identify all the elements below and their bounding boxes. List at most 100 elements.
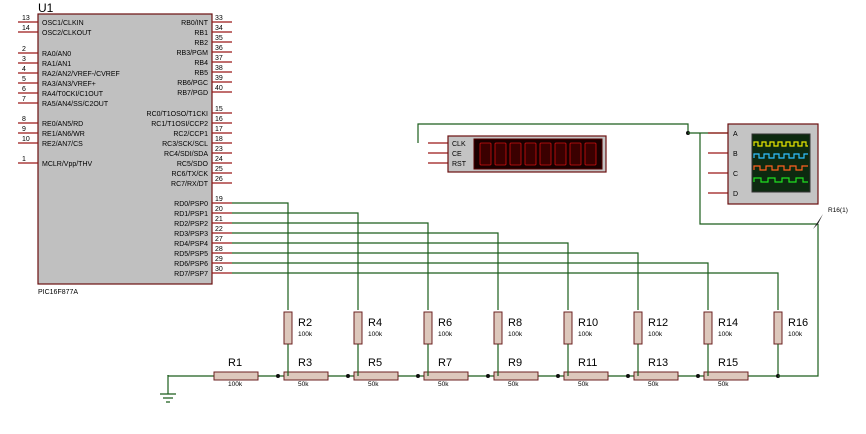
mcu-pin-name: RA4/T0CKI/C1OUT: [42, 91, 104, 98]
mcu-pin-name: RA3/AN3/VREF+: [42, 81, 96, 88]
mcu-pin-name: RD2/PSP2: [174, 221, 208, 228]
mcu-pin-number: 33: [215, 15, 223, 22]
scope-channel-c: C: [733, 171, 738, 178]
ground-icon: [160, 375, 176, 403]
mcu-pin-name: RA5/AN4/SS/C2OUT: [42, 101, 109, 108]
series-resistor-ref: R9: [508, 357, 522, 369]
junction-dot: [416, 374, 420, 378]
mcu-pin-number: 10: [22, 136, 30, 143]
shunt-resistor-ref: R12: [648, 317, 668, 329]
series-resistor[interactable]: [703, 371, 749, 381]
series-resistor[interactable]: [633, 371, 679, 381]
voltage-probe[interactable]: R16(1): [778, 207, 848, 377]
mcu-pin-number: 27: [215, 236, 223, 243]
mcu-pin-name: RC5/SDO: [177, 161, 209, 168]
junction-dot: [556, 374, 560, 378]
mcu-pin-number: 26: [215, 176, 223, 183]
junction-dot: [696, 374, 700, 378]
r2r-ladder: R1100kR350kR550kR750kR950kR1150kR1350kR1…: [167, 311, 808, 388]
port-d-wire: [232, 232, 499, 310]
mcu-pin-name: RA1/AN1: [42, 61, 71, 68]
mcu-pin-name: RB3/PGM: [176, 50, 208, 57]
port-d-wire: [232, 242, 569, 310]
series-resistor[interactable]: [213, 371, 259, 381]
counter-digit: [494, 142, 507, 166]
series-resistor[interactable]: [283, 371, 329, 381]
mcu-pin-number: 5: [22, 76, 26, 83]
probe-arrow-icon: [813, 214, 823, 229]
port-d-wire: [232, 252, 639, 310]
mcu-pin-number: 28: [215, 246, 223, 253]
shunt-resistor[interactable]: [563, 311, 573, 345]
junction-dot: [486, 374, 490, 378]
mcu-pin-name: MCLR/Vpp/THV: [42, 161, 93, 168]
mcu-body[interactable]: [37, 13, 213, 285]
shunt-resistor[interactable]: [353, 311, 363, 345]
shunt-resistor[interactable]: [703, 311, 713, 345]
series-resistor-value: 50k: [648, 381, 659, 388]
mcu-pin-number: 9: [22, 126, 26, 133]
mcu-right-pins: 33RB0/INT34RB135RB236RB3/PGM37RB438RB539…: [147, 15, 232, 278]
mcu-pin-number: 2: [22, 46, 26, 53]
mcu-pin-name: RE2/AN7/CS: [42, 141, 83, 148]
mcu-pin-name: RB4: [194, 60, 208, 67]
mcu-pin-name: RD3/PSP3: [174, 231, 208, 238]
counter-digit: [479, 142, 492, 166]
shunt-resistor-ref: R14: [718, 317, 738, 329]
shunt-resistor[interactable]: [493, 311, 503, 345]
mcu-pin-name: RD4/PSP4: [174, 241, 208, 248]
shunt-resistor[interactable]: [773, 311, 783, 345]
counter-timer[interactable]: CLK CE RST: [417, 123, 728, 173]
shunt-resistor-ref: R2: [298, 317, 312, 329]
oscilloscope[interactable]: A B C D: [699, 123, 819, 225]
mcu-pin-number: 36: [215, 45, 223, 52]
mcu-pin-name: RB1: [194, 30, 208, 37]
mcu-pin-name: RD6/PSP6: [174, 261, 208, 268]
series-resistor[interactable]: [423, 371, 469, 381]
shunt-resistor-ref: R6: [438, 317, 452, 329]
shunt-resistor[interactable]: [283, 311, 293, 345]
mcu-pin-name: RC0/T1OSO/T1CKI: [147, 111, 209, 118]
shunt-resistor-ref: R10: [578, 317, 598, 329]
shunt-resistor[interactable]: [633, 311, 643, 345]
mcu-pin-number: 23: [215, 146, 223, 153]
mcu-pin-number: 4: [22, 66, 26, 73]
mcu-pin-number: 21: [215, 216, 223, 223]
mcu-pin-name: RC4/SDI/SDA: [164, 151, 208, 158]
shunt-resistor-value: 100k: [508, 331, 523, 338]
shunt-resistor-ref: R4: [368, 317, 382, 329]
mcu-pic16f877a[interactable]: U1 PIC16F877A 13OSC1/CLKIN14OSC2/CLKOUT2…: [18, 1, 232, 296]
mcu-pin-name: RE1/AN6/WR: [42, 131, 85, 138]
mcu-pin-name: OSC2/CLKOUT: [42, 30, 92, 37]
series-resistor[interactable]: [563, 371, 609, 381]
junction-dot: [626, 374, 630, 378]
mcu-pin-number: 14: [22, 25, 30, 32]
mcu-pin-name: RC7/RX/DT: [171, 181, 209, 188]
counter-digit: [509, 142, 522, 166]
series-resistor[interactable]: [493, 371, 539, 381]
mcu-pin-number: 24: [215, 156, 223, 163]
series-resistor-ref: R13: [648, 357, 668, 369]
scope-trace: [753, 177, 808, 183]
shunt-resistor-value: 100k: [368, 331, 383, 338]
series-resistor-ref: R7: [438, 357, 452, 369]
scope-trace: [753, 153, 808, 159]
mcu-pin-number: 6: [22, 86, 26, 93]
series-resistor[interactable]: [353, 371, 399, 381]
shunt-resistor-value: 100k: [298, 331, 313, 338]
mcu-pin-number: 8: [22, 116, 26, 123]
mcu-pin-number: 1: [22, 156, 26, 163]
mcu-pin-number: 18: [215, 136, 223, 143]
series-resistor-value: 50k: [718, 381, 729, 388]
mcu-pin-number: 38: [215, 65, 223, 72]
series-resistor-value: 50k: [298, 381, 309, 388]
series-resistor-value: 50k: [508, 381, 519, 388]
shunt-resistor[interactable]: [423, 311, 433, 345]
mcu-pin-name: RD1/PSP1: [174, 211, 208, 218]
scope-channel-a: A: [733, 131, 738, 138]
mcu-pin-number: 17: [215, 126, 223, 133]
mcu-pin-name: RB2: [194, 40, 208, 47]
scope-channel-d: D: [733, 191, 738, 198]
mcu-pin-name: RE0/AN5/RD: [42, 121, 83, 128]
counter-digit: [554, 142, 567, 166]
